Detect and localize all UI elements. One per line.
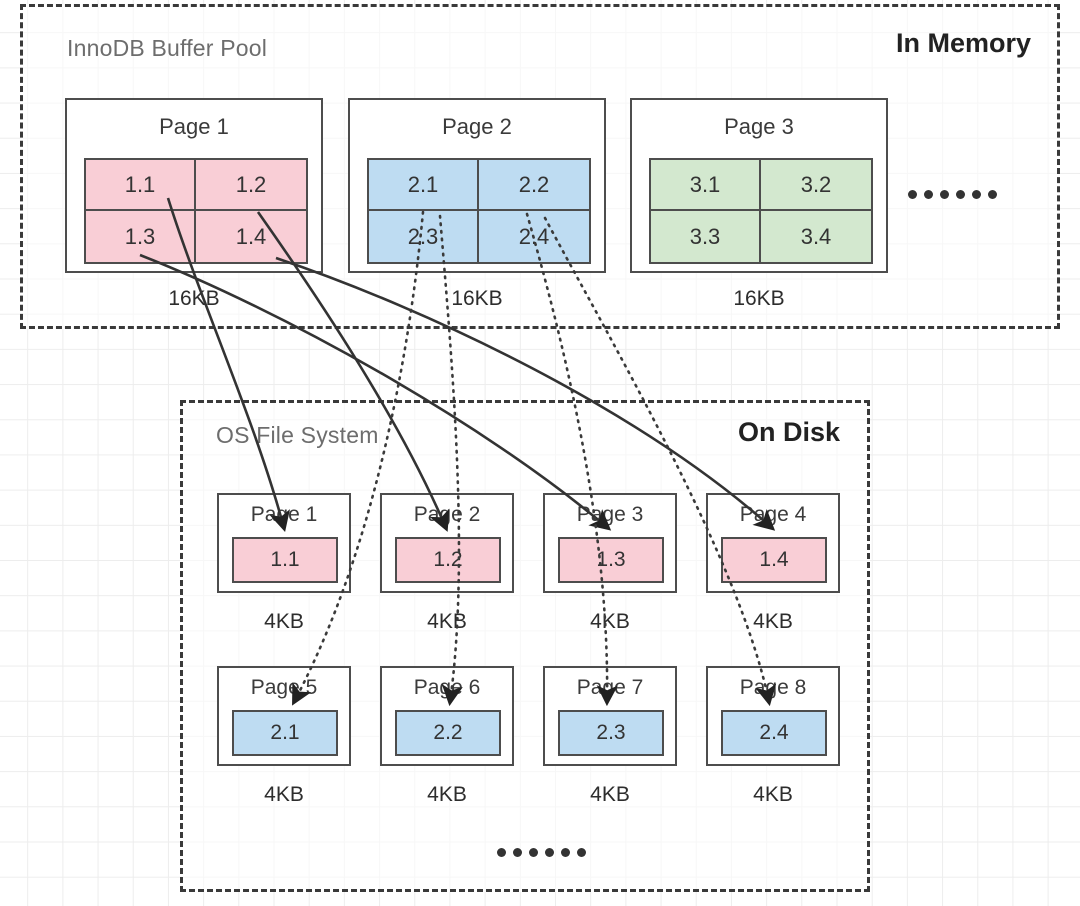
memory-cell-2-2: 2.2 [479,160,589,211]
disk-page-4-size: 4KB [753,610,793,633]
memory-cell-2-1: 2.1 [369,160,479,211]
disk-page-1-label: Page 1 [250,503,318,526]
disk-page-8[interactable]: Page 8 2.4 [706,666,840,766]
disk-page-7[interactable]: Page 7 2.3 [543,666,677,766]
disk-page-6[interactable]: Page 6 2.2 [380,666,514,766]
disk-page-7-size: 4KB [590,783,630,806]
memory-cell-1-2: 1.2 [196,160,306,211]
memory-cell-1-1: 1.1 [86,160,196,211]
disk-page-3-size: 4KB [590,610,630,633]
memory-page-3[interactable]: Page 3 3.1 3.2 3.3 3.4 [630,98,888,273]
memory-page-1-grid: 1.1 1.2 1.3 1.4 [84,158,308,264]
disk-page-3-label: Page 3 [576,503,644,526]
disk-page-6-size: 4KB [427,783,467,806]
memory-cell-2-3: 2.3 [369,211,479,262]
memory-cell-3-1: 3.1 [651,160,761,211]
disk-page-4-label: Page 4 [739,503,807,526]
on-disk-label: On Disk [737,417,840,447]
memory-page-3-grid: 3.1 3.2 3.3 3.4 [649,158,873,264]
disk-page-5-label: Page 5 [250,676,318,699]
memory-cell-1-3: 1.3 [86,211,196,262]
memory-page-2-grid: 2.1 2.2 2.3 2.4 [367,158,591,264]
disk-page-8-value: 2.4 [721,710,827,756]
disk-region-title: OS File System [216,422,379,448]
disk-page-7-label: Page 7 [576,676,644,699]
memory-cell-2-4: 2.4 [479,211,589,262]
disk-page-6-value: 2.2 [395,710,501,756]
memory-cell-3-4: 3.4 [761,211,871,262]
disk-page-6-label: Page 6 [413,676,481,699]
disk-page-3[interactable]: Page 3 1.3 [543,493,677,593]
memory-page-2[interactable]: Page 2 2.1 2.2 2.3 2.4 [348,98,606,273]
disk-page-2-label: Page 2 [413,503,481,526]
disk-page-5-size: 4KB [264,783,304,806]
disk-page-1[interactable]: Page 1 1.1 [217,493,351,593]
memory-page-2-size: 16KB [451,287,503,310]
memory-page-1[interactable]: Page 1 1.1 1.2 1.3 1.4 [65,98,323,273]
disk-page-5[interactable]: Page 5 2.1 [217,666,351,766]
memory-cell-3-3: 3.3 [651,211,761,262]
memory-page-3-size: 16KB [733,287,785,310]
memory-ellipsis-icon [908,190,997,199]
memory-page-1-label: Page 1 [159,114,229,139]
on-disk-region: OS File System On Disk [180,400,870,892]
disk-page-8-size: 4KB [753,783,793,806]
disk-page-5-value: 2.1 [232,710,338,756]
disk-page-2-value: 1.2 [395,537,501,583]
memory-cell-3-2: 3.2 [761,160,871,211]
disk-page-8-label: Page 8 [739,676,807,699]
memory-page-2-label: Page 2 [442,114,512,139]
memory-page-1-size: 16KB [168,287,220,310]
in-memory-label: In Memory [895,28,1031,58]
memory-page-3-label: Page 3 [724,114,794,139]
disk-page-4-value: 1.4 [721,537,827,583]
disk-ellipsis-icon [497,848,586,857]
disk-page-7-value: 2.3 [558,710,664,756]
disk-page-1-value: 1.1 [232,537,338,583]
memory-region-title: InnoDB Buffer Pool [67,35,268,61]
disk-page-3-value: 1.3 [558,537,664,583]
disk-page-1-size: 4KB [264,610,304,633]
disk-page-2[interactable]: Page 2 1.2 [380,493,514,593]
disk-page-4[interactable]: Page 4 1.4 [706,493,840,593]
disk-page-2-size: 4KB [427,610,467,633]
memory-cell-1-4: 1.4 [196,211,306,262]
